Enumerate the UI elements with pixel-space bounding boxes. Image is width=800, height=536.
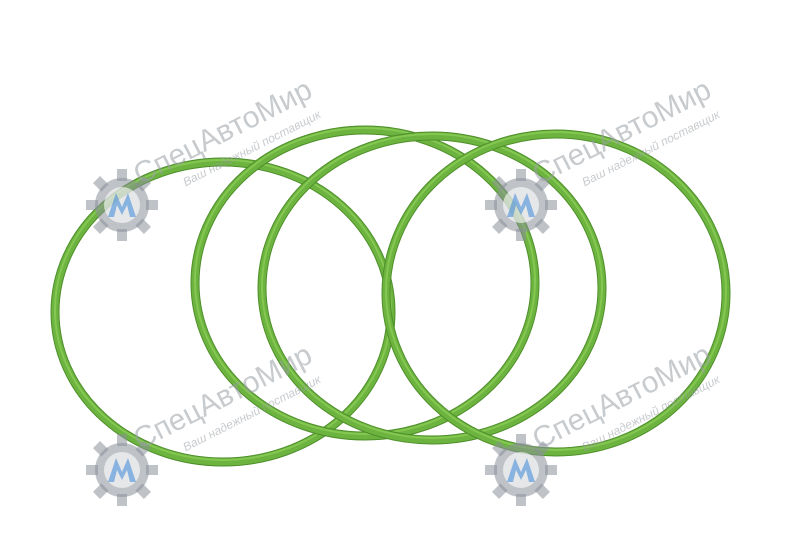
watermark-top-left: СпецАвтоМир Ваш надежный поставщик xyxy=(86,73,324,241)
ring-2 xyxy=(190,125,540,441)
ring-4 xyxy=(381,129,731,457)
ring-3 xyxy=(257,131,607,445)
